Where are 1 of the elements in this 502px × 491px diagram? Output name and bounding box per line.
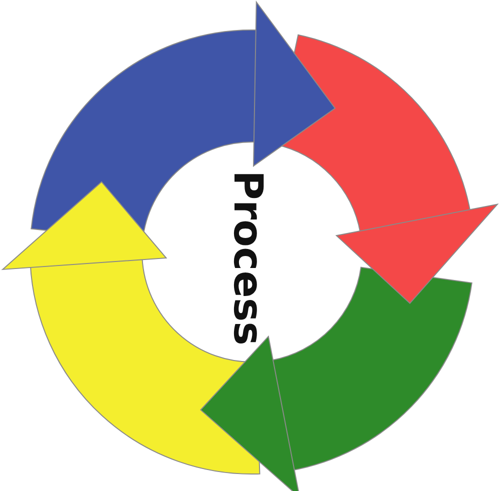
center-label: Process: [224, 170, 270, 346]
